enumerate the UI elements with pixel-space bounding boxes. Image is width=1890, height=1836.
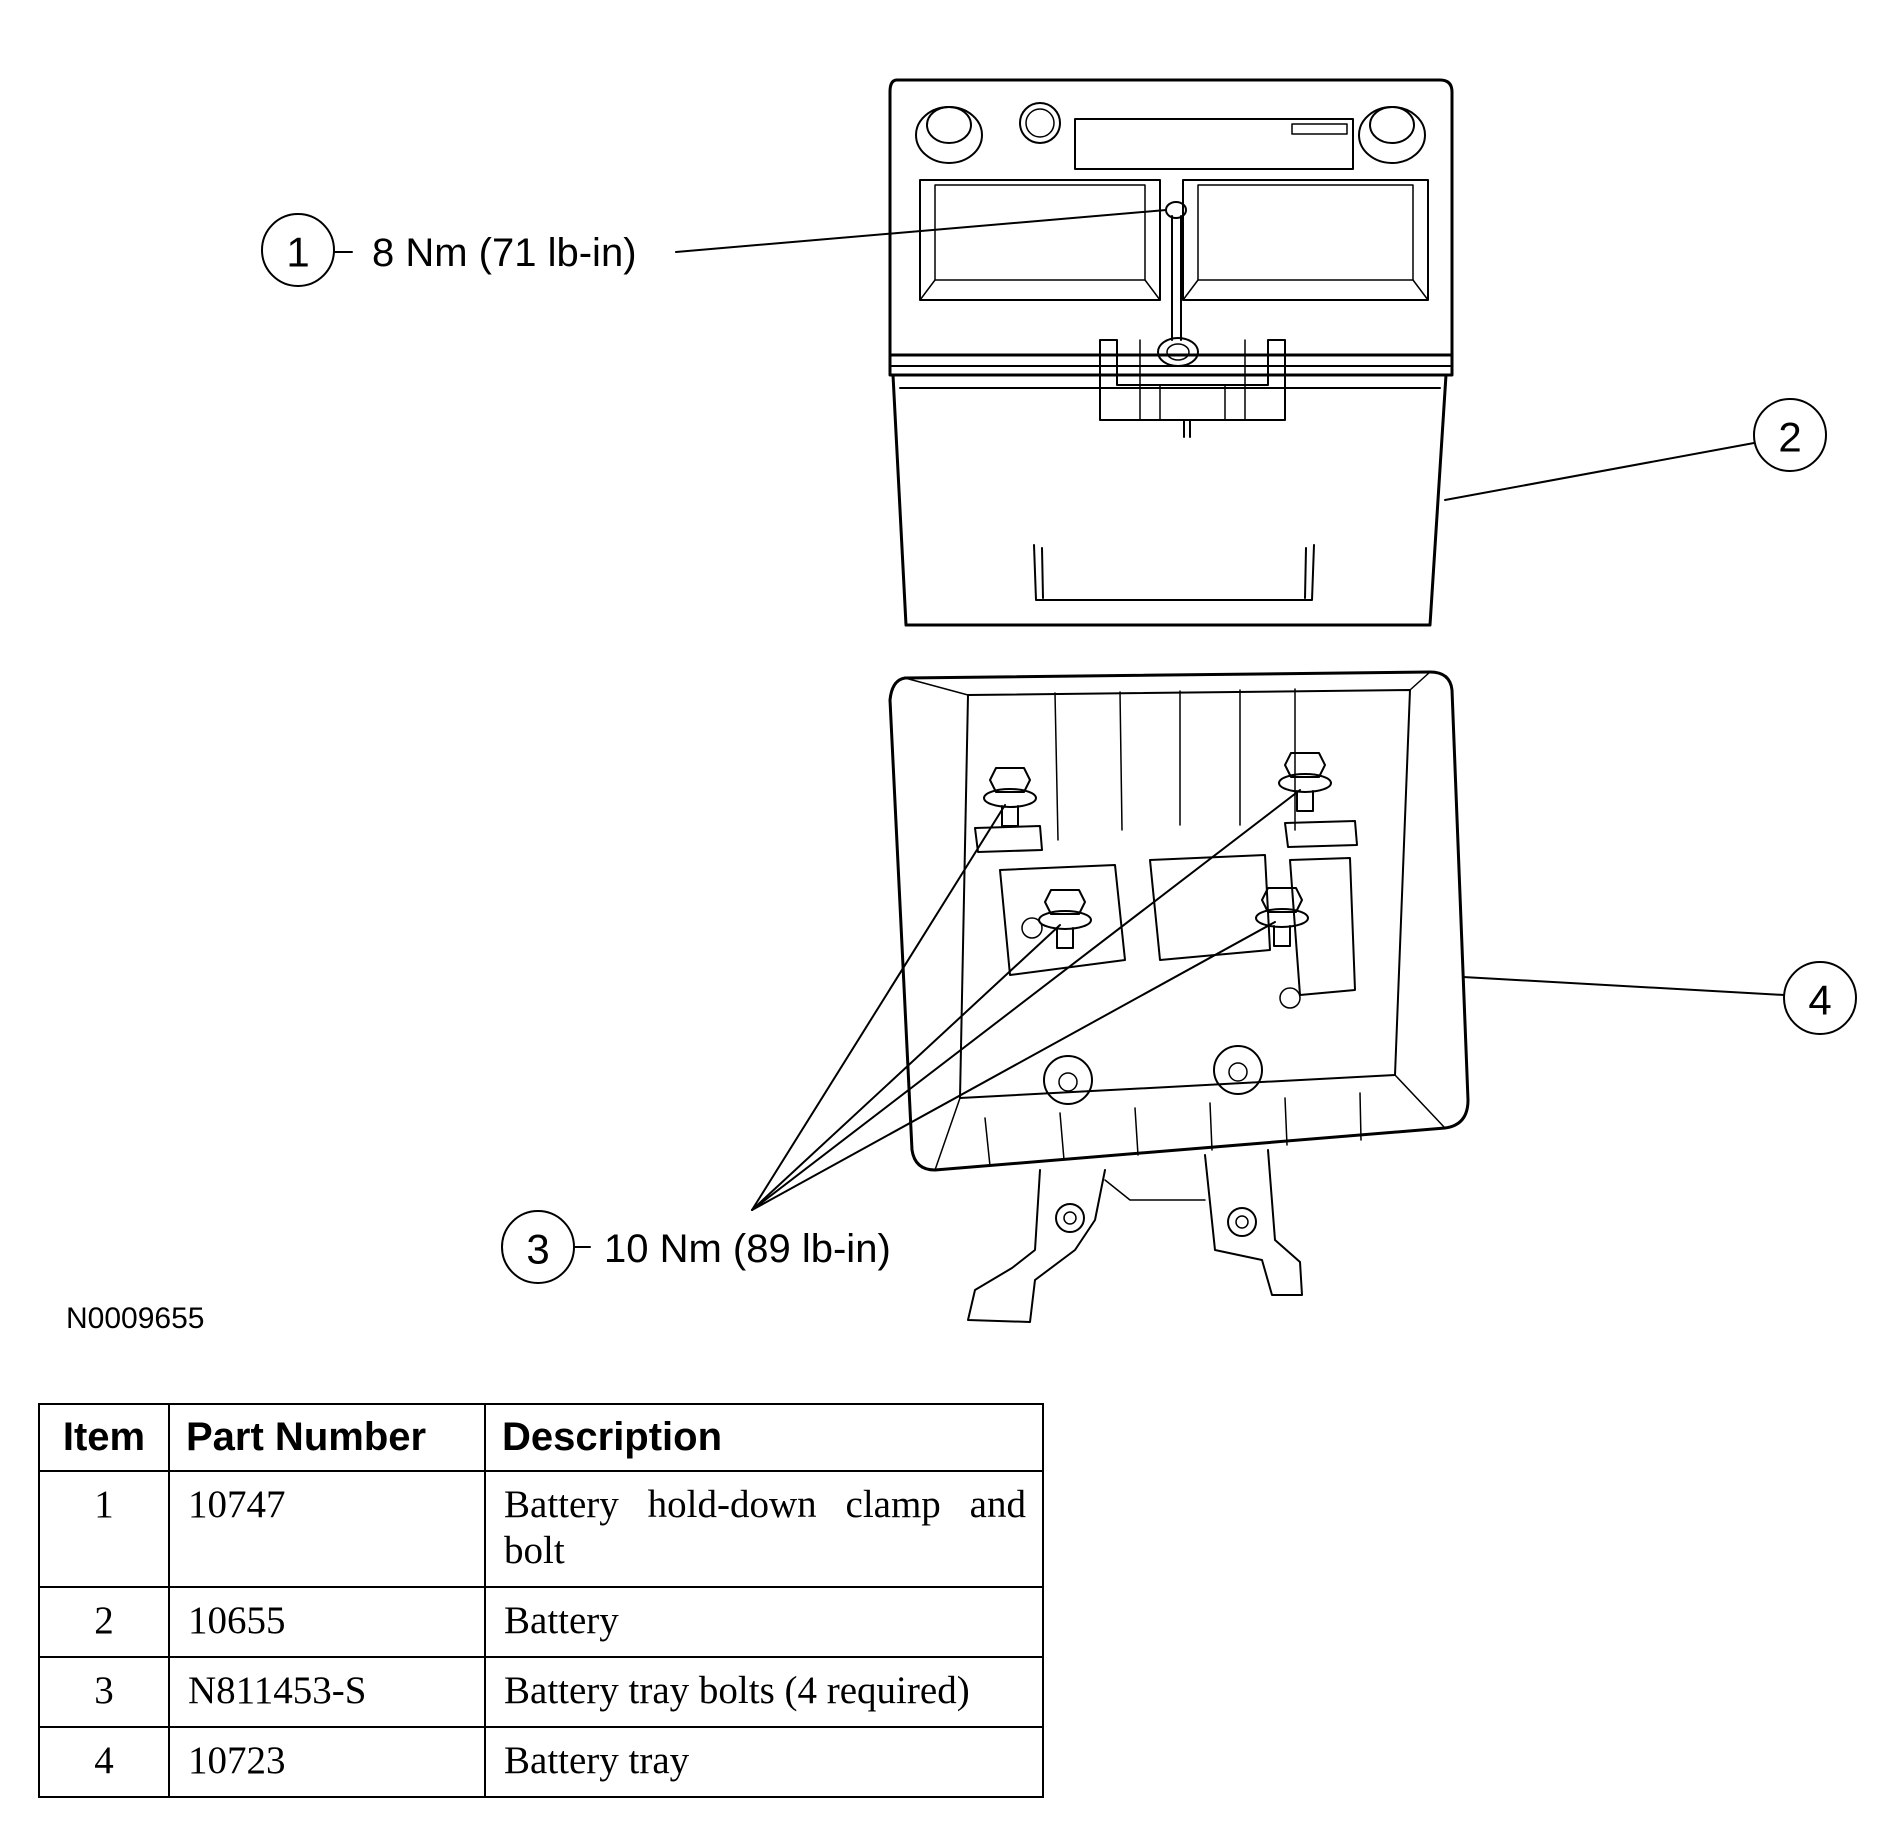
battery-illustration bbox=[888, 78, 1454, 627]
exploded-view-diagram: 1 8 Nm (71 lb-in) 2 3 10 Nm (89 lb-in) 4… bbox=[66, 78, 1857, 1335]
callout-1-number: 1 bbox=[286, 229, 309, 276]
callout-4-leader bbox=[1462, 976, 1785, 996]
callout-4-circle bbox=[1783, 961, 1857, 1035]
row-description: Battery tray bbox=[484, 1726, 1044, 1798]
row-item: 3 bbox=[38, 1656, 170, 1728]
parts-table: Item Part Number Description 1 10747 Bat… bbox=[38, 1403, 1044, 1798]
tray-bolt bbox=[1255, 887, 1309, 947]
row-part-number: 10747 bbox=[168, 1470, 486, 1588]
callout-1: 1 8 Nm (71 lb-in) bbox=[261, 209, 1167, 287]
header-item: Item bbox=[38, 1403, 170, 1472]
row-item: 2 bbox=[38, 1586, 170, 1658]
callout-2: 2 bbox=[1444, 398, 1827, 501]
callout-2-circle bbox=[1753, 398, 1827, 472]
callout-4-number: 4 bbox=[1808, 977, 1831, 1024]
row-item: 1 bbox=[38, 1470, 170, 1588]
battery-tray-illustration bbox=[888, 670, 1470, 1323]
row-description: Battery bbox=[484, 1586, 1044, 1658]
callout-4: 4 bbox=[1462, 961, 1857, 1035]
row-item: 4 bbox=[38, 1726, 170, 1798]
callout-3: 3 10 Nm (89 lb-in) bbox=[501, 789, 1301, 1284]
tray-bolts-illustration bbox=[983, 752, 1332, 949]
callout-1-leader bbox=[675, 209, 1167, 253]
callout-1-circle bbox=[261, 213, 335, 287]
tray-bolt bbox=[1278, 752, 1332, 812]
header-description: Description bbox=[484, 1403, 1044, 1472]
row-description: Battery tray bolts (4 required) bbox=[484, 1656, 1044, 1728]
callout-1-torque: 8 Nm (71 lb-in) bbox=[372, 231, 637, 275]
row-part-number: N811453-S bbox=[168, 1656, 486, 1728]
header-part-number: Part Number bbox=[168, 1403, 486, 1472]
tray-bolt bbox=[983, 767, 1037, 827]
callout-3-torque: 10 Nm (89 lb-in) bbox=[604, 1227, 891, 1271]
figure-id: N0009655 bbox=[66, 1302, 204, 1335]
table-row: 4 10723 Battery tray bbox=[38, 1726, 1044, 1798]
callout-3-leaders bbox=[751, 789, 1301, 1211]
row-description: Battery hold-down clamp and bolt bbox=[484, 1470, 1044, 1588]
table-row: 2 10655 Battery bbox=[38, 1586, 1044, 1658]
row-part-number: 10723 bbox=[168, 1726, 486, 1798]
callout-2-number: 2 bbox=[1778, 414, 1801, 461]
tray-bolt bbox=[1038, 889, 1092, 949]
table-row: 1 10747 Battery hold-down clamp and bolt bbox=[38, 1470, 1044, 1588]
parts-table-header-row: Item Part Number Description bbox=[38, 1403, 1044, 1472]
callout-2-leader bbox=[1444, 442, 1755, 501]
callout-3-number: 3 bbox=[526, 1226, 549, 1273]
table-row: 3 N811453-S Battery tray bolts (4 requir… bbox=[38, 1656, 1044, 1728]
row-part-number: 10655 bbox=[168, 1586, 486, 1658]
